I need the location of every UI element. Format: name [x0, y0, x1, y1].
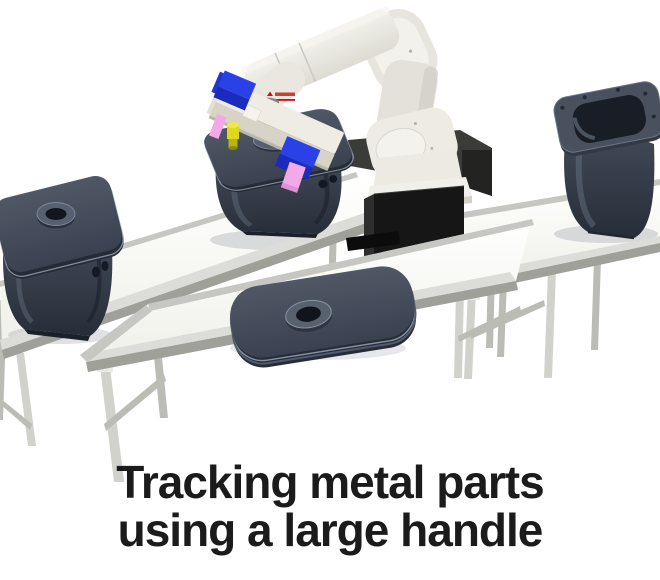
gripper-blue-block-left	[211, 70, 257, 111]
caption-line-2: using a large handle	[117, 504, 544, 556]
mitsubishi-logo-icon	[267, 91, 295, 101]
caption: Tracking metal parts using a large handl…	[0, 458, 660, 554]
gripper-assembly	[206, 70, 344, 193]
gripper-pink-pad-right	[280, 161, 306, 193]
bucket-part	[553, 81, 660, 240]
gripper-yellow-pin	[227, 122, 239, 150]
gripper-pink-pad-left	[209, 113, 227, 139]
caption-line-1: Tracking metal parts	[116, 456, 544, 508]
lid-part	[229, 266, 417, 368]
robot-arm	[237, 6, 472, 213]
